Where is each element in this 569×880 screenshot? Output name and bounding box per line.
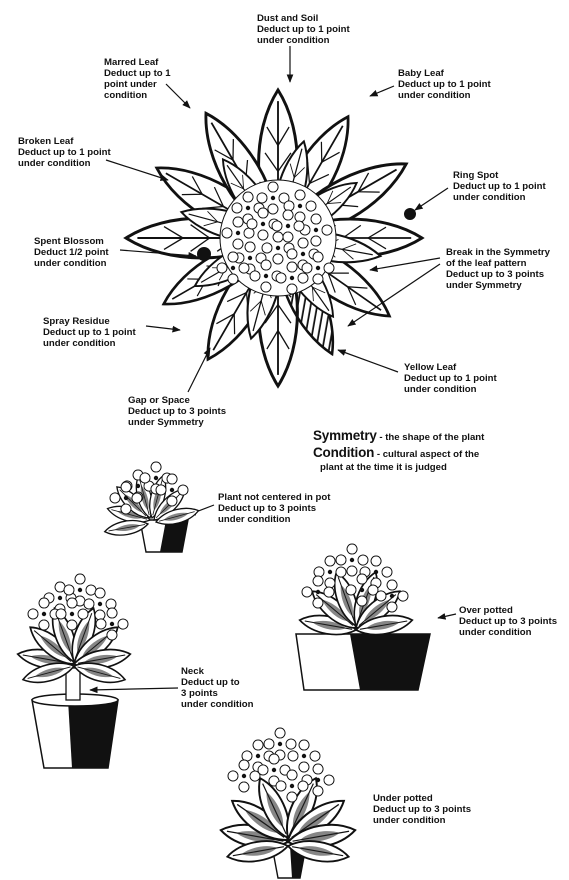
callout-title: Under potted bbox=[373, 793, 471, 804]
desc-condition: - cultural aspect of the bbox=[374, 449, 479, 460]
callout-line: Deduct up to 3 points bbox=[459, 616, 557, 627]
callout-line: under condition bbox=[218, 514, 330, 525]
callout-neck: Neck Deduct up to 3 points under conditi… bbox=[181, 666, 253, 710]
callout-line: under condition bbox=[404, 384, 497, 395]
callout-over-potted: Over potted Deduct up to 3 points under … bbox=[459, 605, 557, 638]
callout-line: under condition bbox=[373, 815, 471, 826]
callout-line: Deduct up to 3 points bbox=[373, 804, 471, 815]
callout-line: under Symmetry bbox=[128, 417, 226, 428]
definitions: Symmetry - the shape of the plant Condit… bbox=[313, 428, 484, 473]
callout-title: Gap or Space bbox=[128, 395, 226, 406]
callout-title: Yellow Leaf bbox=[404, 362, 497, 373]
callout-spray-residue: Spray Residue Deduct up to 1 point under… bbox=[43, 316, 136, 349]
callout-line: Deduct up to 3 points bbox=[218, 503, 330, 514]
callout-gap-or-space: Gap or Space Deduct up to 3 points under… bbox=[128, 395, 226, 428]
callout-line: point under bbox=[104, 79, 171, 90]
callout-line: under condition bbox=[43, 338, 136, 349]
neck-plant-illustration bbox=[16, 574, 132, 768]
callout-ring-spot: Ring Spot Deduct up to 1 point under con… bbox=[453, 170, 546, 203]
under-potted-plant-illustration bbox=[219, 728, 357, 878]
callout-title: Ring Spot bbox=[453, 170, 546, 181]
callout-spent-blossom: Spent Blossom Deduct 1/2 point under con… bbox=[34, 236, 109, 269]
definition-condition: Condition - cultural aspect of the bbox=[313, 445, 484, 462]
callout-line: Deduct up to 1 point bbox=[18, 147, 111, 158]
callout-title: Spent Blossom bbox=[34, 236, 109, 247]
desc-symmetry: - the shape of the plant bbox=[377, 432, 485, 443]
callout-line: Deduct up to 1 point bbox=[453, 181, 546, 192]
callout-line: 3 points bbox=[181, 688, 253, 699]
callout-line: Deduct up to 1 point bbox=[257, 24, 350, 35]
desc-condition-continued: plant at the time it is judged bbox=[313, 462, 484, 473]
callout-line: under condition bbox=[18, 158, 111, 169]
ring-spot bbox=[404, 208, 416, 220]
callout-marred-leaf: Marred Leaf Deduct up to 1 point under c… bbox=[104, 57, 171, 101]
over-potted-plant-illustration bbox=[296, 544, 430, 690]
callout-title: Neck bbox=[181, 666, 253, 677]
callout-title: Spray Residue bbox=[43, 316, 136, 327]
callout-line: Deduct up to 1 bbox=[104, 68, 171, 79]
term-condition: Condition bbox=[313, 445, 374, 460]
callout-title: Over potted bbox=[459, 605, 557, 616]
callout-line: Deduct up to 1 point bbox=[404, 373, 497, 384]
definition-symmetry: Symmetry - the shape of the plant bbox=[313, 428, 484, 445]
callout-line: under condition bbox=[398, 90, 491, 101]
callout-line: under condition bbox=[453, 192, 546, 203]
callout-line: under Symmetry bbox=[446, 280, 550, 291]
callout-line: under condition bbox=[181, 699, 253, 710]
callout-title: Broken Leaf bbox=[18, 136, 111, 147]
callout-line: Deduct up to 3 points bbox=[128, 406, 226, 417]
callout-dust-and-soil: Dust and Soil Deduct up to 1 point under… bbox=[257, 13, 350, 46]
main-plant-illustration bbox=[126, 90, 422, 386]
callout-title: Break in the Symmetry bbox=[446, 247, 550, 258]
term-symmetry: Symmetry bbox=[313, 428, 377, 443]
callout-line: Deduct 1/2 point bbox=[34, 247, 109, 258]
callout-title: Marred Leaf bbox=[104, 57, 171, 68]
callout-not-centered: Plant not centered in pot Deduct up to 3… bbox=[218, 492, 330, 525]
callout-broken-leaf: Broken Leaf Deduct up to 1 point under c… bbox=[18, 136, 111, 169]
callout-title: Dust and Soil bbox=[257, 13, 350, 24]
callout-line: Deduct up to 1 point bbox=[398, 79, 491, 90]
spent-blossom bbox=[197, 247, 211, 261]
callout-title: Plant not centered in pot bbox=[218, 492, 330, 503]
callout-line: condition bbox=[104, 90, 171, 101]
callout-line: Deduct up to bbox=[181, 677, 253, 688]
callout-line: under condition bbox=[34, 258, 109, 269]
callout-under-potted: Under potted Deduct up to 3 points under… bbox=[373, 793, 471, 826]
callout-line: Deduct up to 3 points bbox=[446, 269, 550, 280]
callout-yellow-leaf: Yellow Leaf Deduct up to 1 point under c… bbox=[404, 362, 497, 395]
callout-line: of the leaf pattern bbox=[446, 258, 550, 269]
callout-symmetry-break: Break in the Symmetry of the leaf patter… bbox=[446, 247, 550, 291]
callout-title: Baby Leaf bbox=[398, 68, 491, 79]
off-center-plant-illustration bbox=[103, 462, 200, 552]
callout-line: Deduct up to 1 point bbox=[43, 327, 136, 338]
callout-baby-leaf: Baby Leaf Deduct up to 1 point under con… bbox=[398, 68, 491, 101]
callout-line: under condition bbox=[257, 35, 350, 46]
callout-line: under condition bbox=[459, 627, 557, 638]
